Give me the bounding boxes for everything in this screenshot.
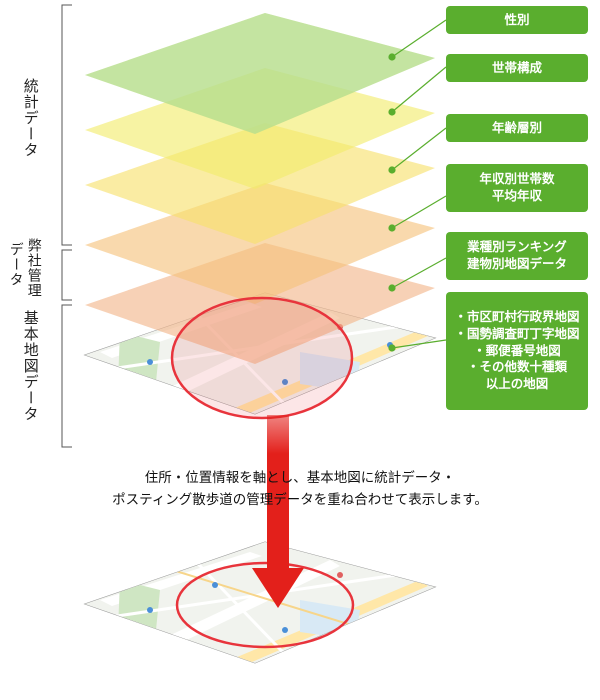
caption-line1: 住所・位置情報を軸とし、基本地図に統計データ・: [144, 470, 456, 486]
caption-line2: ポスティング散歩道の管理データを重ね合わせて表示します。: [112, 491, 488, 508]
tag-age-group: 年齢層別: [446, 114, 588, 142]
tag-income-line2: 平均年収: [491, 188, 542, 203]
label-statistics-data: 統計データ: [21, 78, 40, 158]
tag-business-line2: 建物別地図データ: [466, 256, 567, 271]
tag-gender-text: 性別: [504, 11, 530, 27]
target-area-circle: [170, 296, 354, 420]
result-map: [83, 541, 437, 664]
tag-gender: 性別: [446, 6, 588, 34]
tag-income: 年収別世帯数 平均年収: [446, 164, 588, 212]
data-layer-6: [85, 243, 435, 364]
tag-map-line2: ・国勢調査町丁字地図: [454, 325, 580, 341]
tag-household-text: 世帯構成: [491, 59, 542, 75]
tag-map-line5: 以上の地図: [485, 376, 549, 392]
tag-income-line1: 年収別世帯数: [479, 171, 555, 187]
tag-age-text: 年齢層別: [491, 119, 542, 135]
caption: 住所・位置情報を軸とし、基本地図に統計データ・ ポスティング散歩道の管理データを…: [0, 468, 600, 512]
tag-map-line1: ・市区町村行政界地図: [454, 308, 580, 324]
tag-map-line4: ・その他数十種類: [466, 359, 567, 375]
tag-business-ranking: 業種別ランキング 建物別地図データ: [446, 232, 588, 280]
brace-company-data: [61, 249, 72, 301]
tag-business-line1: 業種別ランキング: [467, 239, 567, 255]
tag-map-types: ・市区町村行政界地図 ・国勢調査町丁字地図 ・郵便番号地図 ・その他数十種類 以…: [446, 292, 588, 410]
data-layer-5: [85, 183, 435, 304]
label-company-data-line2: データ: [7, 242, 24, 287]
tag-map-line3: ・郵便番号地図: [473, 342, 561, 358]
data-layer-1: [85, 13, 435, 134]
brace-base-map: [61, 304, 72, 448]
brace-statistics: [61, 4, 72, 246]
label-base-map-data: 基本地図データ: [21, 310, 40, 422]
tag-connectors: [388, 19, 447, 352]
down-arrow: [252, 415, 304, 608]
tag-household-composition: 世帯構成: [446, 54, 588, 82]
label-company-data-line1: 弊社管理: [25, 238, 42, 298]
